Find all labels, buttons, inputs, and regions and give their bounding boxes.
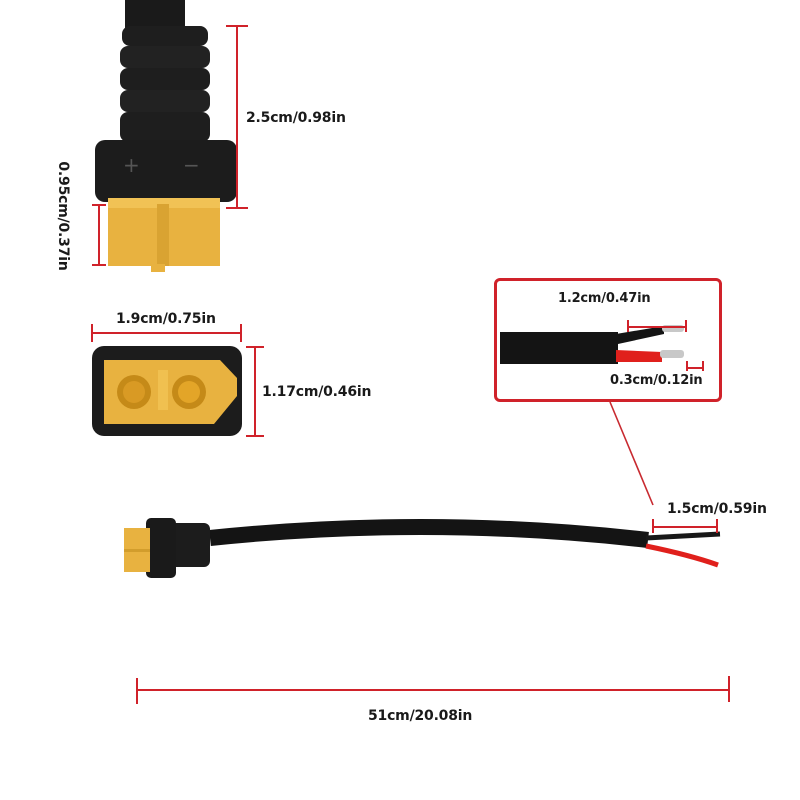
negative-marking: − <box>183 153 200 177</box>
total-length-cap-left <box>136 678 138 704</box>
tip-strip-label: 0.3cm/0.12in <box>610 373 703 388</box>
outer-strip-cap-left <box>652 519 654 533</box>
tip-strip-cap-left <box>686 361 688 371</box>
tip-strip-cap-right <box>702 361 704 371</box>
face-width-cap-right <box>240 324 242 342</box>
face-height-cap-top <box>246 346 264 348</box>
total-length-cap-right <box>728 676 730 702</box>
plug-height-line <box>98 204 100 266</box>
housing-height-label: 2.5cm/0.98in <box>246 110 346 126</box>
plug-height-cap-bottom <box>92 264 106 266</box>
housing-height-cap-bottom <box>226 207 248 209</box>
outer-strip-line <box>652 526 718 528</box>
inner-strip-cap-right <box>685 320 687 332</box>
plug-height-cap-top <box>92 204 106 206</box>
tip-strip-line <box>686 367 704 369</box>
connector-face-illustration <box>92 346 242 436</box>
face-width-line <box>91 332 241 334</box>
total-length-line <box>136 689 730 691</box>
inner-strip-line <box>627 326 687 328</box>
positive-marking: + <box>123 153 140 177</box>
face-height-line <box>254 346 256 436</box>
total-length-label: 51cm/20.08in <box>368 708 473 724</box>
outer-strip-cap-right <box>716 519 718 533</box>
face-height-cap-bottom <box>246 435 264 437</box>
housing-height-line <box>236 25 238 208</box>
connector-face-view <box>92 346 242 436</box>
inner-strip-cap-left <box>627 320 629 332</box>
face-width-label: 1.9cm/0.75in <box>116 311 216 327</box>
housing-height-cap-top <box>226 25 248 27</box>
connector-side-illustration <box>95 0 237 272</box>
face-height-label: 1.17cm/0.46in <box>262 384 372 400</box>
connector-side-view: + − <box>85 0 245 280</box>
outer-strip-label: 1.5cm/0.59in <box>667 501 767 517</box>
wire-detail-callout: 1.2cm/0.47in 0.3cm/0.12in <box>494 278 722 402</box>
face-width-cap-left <box>91 324 93 342</box>
inner-strip-label: 1.2cm/0.47in <box>558 291 651 306</box>
